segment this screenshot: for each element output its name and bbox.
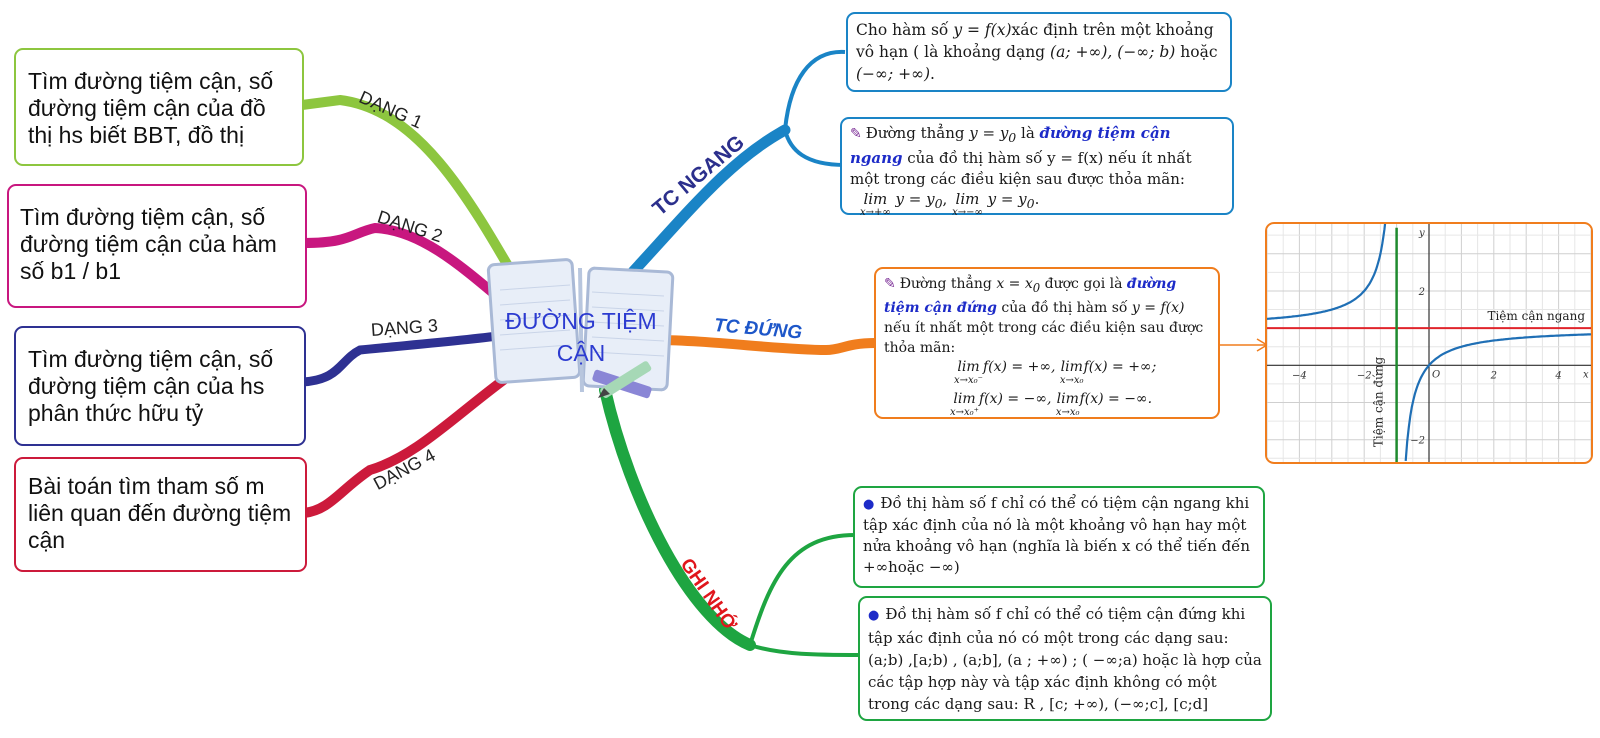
text: được gọi là <box>1040 276 1127 292</box>
edit-icon: ✎ <box>850 126 862 142</box>
ghi-nho-text-1: Đồ thị hàm số f chỉ có thể có tiệm cận n… <box>863 494 1251 576</box>
dang-1-box: Tìm đường tiệm cận, số đường tiệm cận củ… <box>14 48 304 166</box>
curve-left-branch <box>1267 224 1387 320</box>
x-axis-label: x <box>1583 369 1589 380</box>
y-tick-label: −2 <box>1410 436 1425 447</box>
branch-ghi-nho-sub1 <box>748 533 856 646</box>
text: . <box>1034 190 1040 208</box>
dang-2-box: Tìm đường tiệm cận, số đường tiệm cận củ… <box>7 184 307 308</box>
dang-3-box: Tìm đường tiệm cận, số đường tiệm cận củ… <box>14 326 306 446</box>
math-expr: f(x) = −∞. <box>1079 390 1153 407</box>
math-expr: y = y0 <box>969 124 1017 145</box>
ghi-nho-box-1: ●Đồ thị hàm số f chỉ có thể có tiệm cận … <box>853 486 1265 588</box>
x-tick-label: 4 <box>1554 370 1561 381</box>
branch-dang-3 <box>297 330 510 387</box>
branch-dang-2 <box>299 222 510 308</box>
origin-label: O <box>1432 369 1440 380</box>
branch-tc-ngang <box>624 124 791 281</box>
text: là <box>1016 124 1040 142</box>
bullet-icon: ● <box>868 608 880 623</box>
text: Đường thẳng <box>865 124 970 142</box>
math-expr: f(x) = +∞, <box>982 358 1056 375</box>
dang-4-text: Bài toán tìm tham số m liên quan đến đườ… <box>28 473 292 553</box>
notebook-icon <box>486 258 675 393</box>
text: Đường thẳng <box>899 276 997 292</box>
y-axis-label: y <box>1418 228 1425 239</box>
subscript: 0 <box>934 196 943 211</box>
dang-4-box: Bài toán tìm tham số m liên quan đến đườ… <box>14 457 307 572</box>
x-tick-label: −2 <box>1357 370 1372 381</box>
math-expr: (a; +∞), (−∞; b) <box>1050 43 1176 61</box>
pen-icon <box>592 361 652 399</box>
text: của đồ thị hàm số <box>996 299 1132 316</box>
ghi-nho-box-2: ●Đồ thị hàm số f chỉ có thể có tiệm cận … <box>858 596 1272 721</box>
branch-dang-1 <box>297 94 527 295</box>
text: xác định trên một khoảng vô hạn ( là kho… <box>856 21 1214 61</box>
branch-tc-ngang-sub2 <box>783 129 846 167</box>
branch-ghi-nho <box>599 384 756 651</box>
highlight-term: đường tiệm cận đứng <box>884 276 1177 316</box>
math-expr: f(x) = +∞; <box>1083 358 1157 375</box>
math-expr: y = y <box>982 190 1027 208</box>
subscript: 0 <box>1026 196 1035 211</box>
text: Cho hàm số <box>856 21 954 39</box>
branch-dang-4 <box>299 363 525 518</box>
math-expr: y = f(x) <box>1131 299 1185 316</box>
branch-ghi-nho-sub2 <box>749 643 861 657</box>
text: hoặc <box>1175 43 1218 61</box>
branch-tc-ngang-sub1 <box>783 49 846 131</box>
dang-2-text: Tìm đường tiệm cận, số đường tiệm cận củ… <box>20 204 277 284</box>
text: . <box>930 65 935 83</box>
tc-ngang-definition-box: Cho hàm số y = f(x)xác định trên một kho… <box>846 12 1232 92</box>
ghi-nho-text-2: Đồ thị hàm số f chỉ có thể có tiệm cận đ… <box>868 605 1262 713</box>
math-expr: f(x) = −∞, <box>978 390 1052 407</box>
highlight-term: đường tiệm cận ngang <box>850 124 1171 167</box>
tc-dung-definition-box: ✎Đường thẳng x = x0 được gọi là đường ti… <box>874 267 1220 419</box>
math-expr: y = y <box>890 190 935 208</box>
x-tick-label: 2 <box>1490 370 1497 381</box>
math-expr: x = x0 <box>996 276 1041 295</box>
x-tick-label: −4 <box>1292 370 1307 381</box>
dang-1-text: Tìm đường tiệm cận, số đường tiệm cận củ… <box>28 68 274 148</box>
text: của đồ thị hàm số y = f(x) nếu ít nhất m… <box>850 149 1192 188</box>
edit-icon: ✎ <box>884 276 896 292</box>
dang-3-text: Tìm đường tiệm cận, số đường tiệm cận củ… <box>28 346 274 426</box>
text: , <box>942 190 948 208</box>
math-expr: y = f(x) <box>953 21 1012 39</box>
math-expr: (−∞; +∞) <box>856 65 931 83</box>
curve-right-branch <box>1404 333 1591 461</box>
horizontal-asymptote-label: Tiệm cận ngang <box>1487 309 1585 323</box>
y-tick-label: 2 <box>1418 287 1425 298</box>
vertical-asymptote-label: Tiệm cận đứng <box>1372 356 1386 447</box>
center-title: ĐƯỜNG TIỆM CẬN <box>505 308 657 366</box>
bullet-icon: ● <box>863 497 875 512</box>
text: nếu ít nhất một trong các điều kiện sau … <box>884 319 1204 356</box>
branch-tc-dung <box>650 335 880 356</box>
tc-ngang-condition-box: ✎Đường thẳng y = y0 là đường tiệm cận ng… <box>840 117 1234 218</box>
